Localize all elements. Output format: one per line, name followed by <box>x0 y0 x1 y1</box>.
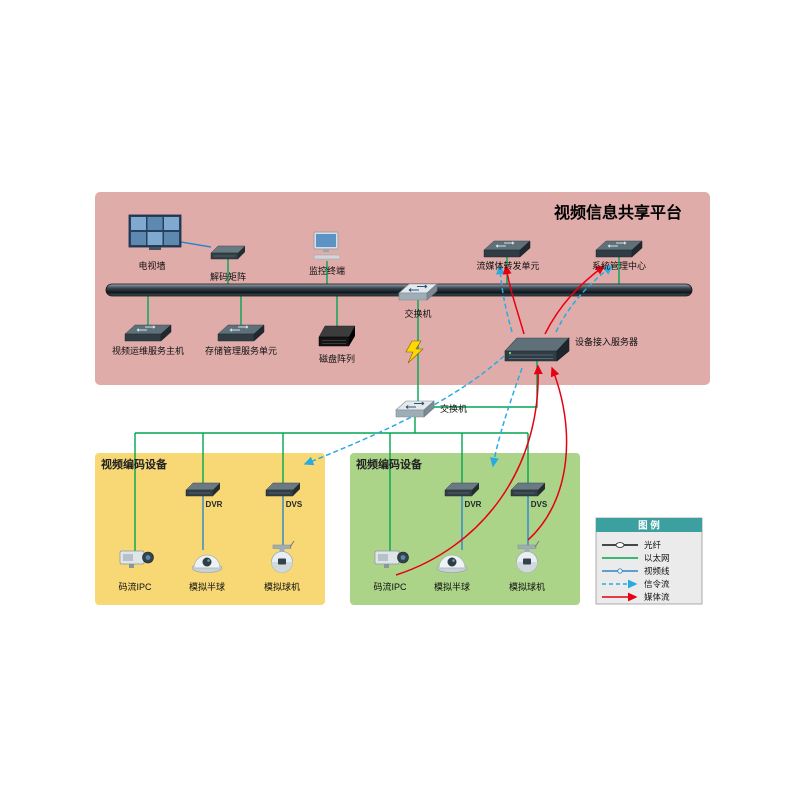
legend-signal-label: 信令流 <box>644 579 670 589</box>
left-dvr-icon <box>185 482 221 497</box>
encoder-left-title: 视频编码设备 <box>101 457 168 471</box>
media-flow-to-sysmgmt <box>544 265 606 335</box>
right-dvr-icon <box>444 482 480 497</box>
video-lines <box>180 241 529 550</box>
media-flow-to-streamfwd <box>502 264 525 335</box>
right-dome-label: 模拟半球 <box>434 581 470 592</box>
left-dvs-icon <box>265 482 301 497</box>
legend-item-media: 媒体流 <box>602 592 670 602</box>
signal-flow-to-sysmgmt <box>555 265 614 333</box>
device-access-server-label: 设备接入服务器 <box>575 336 638 347</box>
legend-ethernet-label: 以太网 <box>644 553 670 563</box>
left-dvs-label: DVS <box>286 500 303 509</box>
right-ptz-label: 模拟球机 <box>509 581 545 592</box>
right-dvs-label: DVS <box>531 500 548 509</box>
top-switch-label: 交换机 <box>404 308 431 319</box>
left-ipc-label: 码流IPC <box>118 581 152 592</box>
monitor-terminal-label: 监控终端 <box>309 265 345 276</box>
legend-header <box>596 518 702 532</box>
fiber-symbol-icon <box>615 542 625 548</box>
mid-switch-label: 交换机 <box>440 403 467 414</box>
storage-mgmt-unit-label: 存储管理服务单元 <box>205 345 277 356</box>
stream-forward-unit-label: 流媒体转发单元 <box>476 260 539 271</box>
video-ops-host-label: 视频运维服务主机 <box>112 345 184 356</box>
tv-wall-icon <box>128 214 182 251</box>
disk-array-label: 磁盘阵列 <box>319 353 355 364</box>
left-dvr-label: DVR <box>206 500 223 509</box>
tv-wall-label: 电视墙 <box>138 260 165 271</box>
right-ptz-camera-icon <box>516 540 540 573</box>
media-flow-from-encoders-long <box>395 364 543 576</box>
platform-title: 视频信息共享平台 <box>554 203 682 222</box>
signal-flow-to-right-dvs <box>490 367 523 468</box>
monitor-terminal-icon <box>313 231 341 260</box>
left-dome-label: 模拟半球 <box>189 581 225 592</box>
legend-media-label: 媒体流 <box>644 592 670 602</box>
right-dvr-label: DVR <box>465 500 482 509</box>
right-ipc-label: 码流IPC <box>373 581 407 592</box>
media-flow-from-encoders-short <box>527 366 568 541</box>
legend-video-label: 视频线 <box>644 566 670 576</box>
legend-fiber-label: 光纤 <box>644 540 662 550</box>
left-ptz-camera-icon <box>271 540 295 573</box>
system-mgmt-center-label: 系统管理中心 <box>592 260 646 271</box>
decode-matrix-icon <box>210 245 246 260</box>
legend-item-fiber: 光纤 <box>602 540 662 550</box>
encoder-right-title: 视频编码设备 <box>356 457 423 471</box>
legend-item-video: 视频线 <box>602 566 670 576</box>
legend-item-signal: 信令流 <box>602 579 670 589</box>
legend-item-ethernet: 以太网 <box>602 553 670 563</box>
legend: 图 例 光纤 以太网 视频线 信令流 媒体流 <box>595 517 703 605</box>
mid-switch-icon <box>395 400 435 418</box>
legend-title: 图 例 <box>638 520 660 532</box>
disk-array-icon <box>318 325 356 347</box>
right-dvs-icon <box>510 482 546 497</box>
left-ptz-label: 模拟球机 <box>264 581 300 592</box>
signal-flow-to-streamfwd <box>495 264 513 333</box>
lightning-icon <box>405 340 424 364</box>
video-symbol-icon <box>617 568 623 574</box>
decode-matrix-label: 解码矩阵 <box>210 271 246 282</box>
device-access-server-icon <box>504 337 570 362</box>
